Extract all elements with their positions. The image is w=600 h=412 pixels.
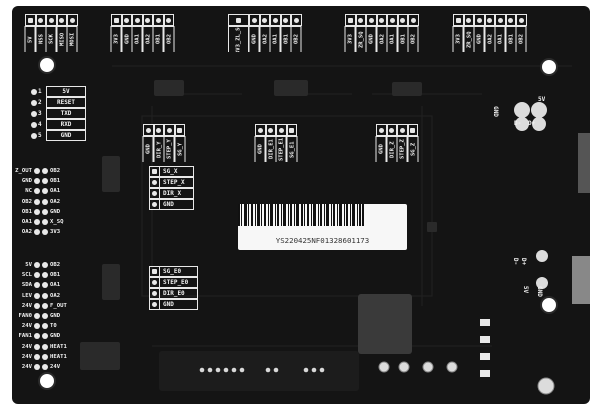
power-connector-edge xyxy=(572,256,590,304)
solder-joint xyxy=(537,377,555,395)
mounting-hole xyxy=(540,58,558,76)
usb-port-edge xyxy=(578,133,590,193)
solder-joint xyxy=(446,361,458,373)
usb-power-pads: GND 5V D- D+ xyxy=(491,96,546,127)
solder-joint xyxy=(398,361,410,373)
mounting-hole xyxy=(38,372,56,390)
x-stepper-header: SG_X STEP_X DIR_X GND xyxy=(149,166,194,210)
smd-component xyxy=(80,342,120,370)
barcode xyxy=(238,204,364,226)
smd-component xyxy=(102,264,120,300)
connector-pad-area xyxy=(159,351,359,391)
smd-component xyxy=(154,80,184,96)
solder-joint xyxy=(422,361,434,373)
chip xyxy=(358,294,412,354)
mounting-hole xyxy=(540,296,558,314)
e0-stepper-header: SG_E0 STEP_E0 DIR_E0 GND xyxy=(149,266,198,310)
smd-component xyxy=(274,80,308,96)
solder-joint xyxy=(378,361,390,373)
board-traces xyxy=(80,65,590,395)
smd-component xyxy=(102,156,120,192)
smd-component xyxy=(427,222,437,232)
serial-number: YS220425NF01328601173 xyxy=(275,236,370,245)
serial-sticker: YS220425NF01328601173 xyxy=(238,204,407,250)
mounting-hole xyxy=(38,56,56,74)
smd-component xyxy=(392,82,422,96)
power-input-pads: D+ D- 5V GND xyxy=(512,257,543,297)
